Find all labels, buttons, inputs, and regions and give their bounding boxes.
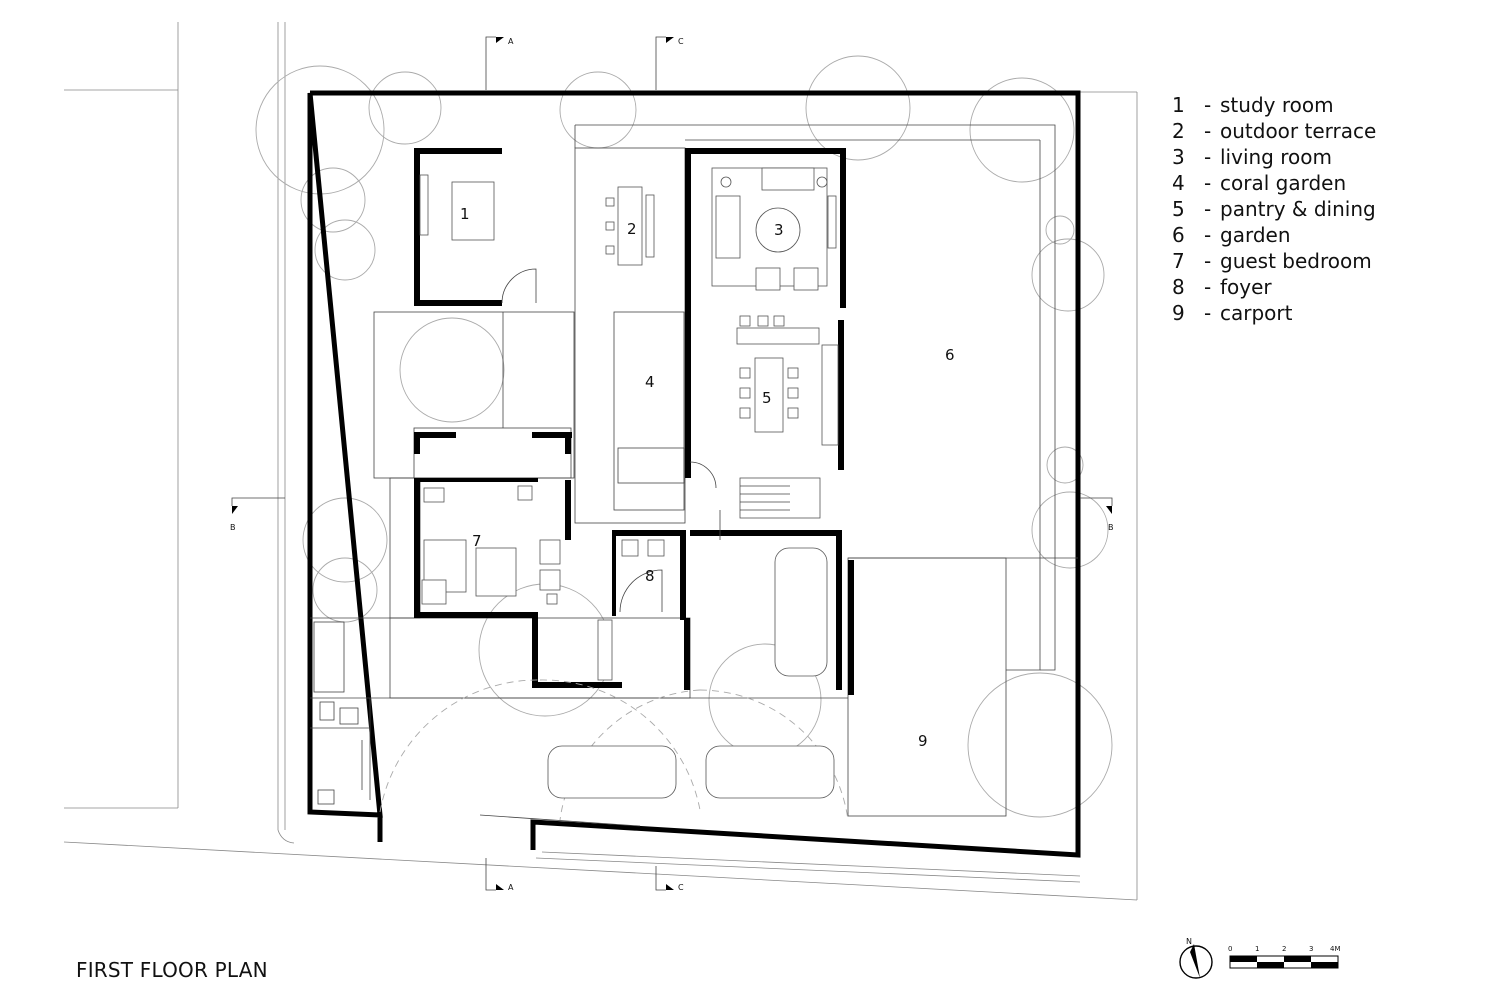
legend-item: 2-outdoor terrace xyxy=(1172,119,1377,143)
north-label: N xyxy=(1186,937,1192,946)
legend-label: pantry & dining xyxy=(1220,197,1376,221)
section-b-right: B xyxy=(1108,523,1114,532)
legend-label: study room xyxy=(1220,93,1334,117)
room-label-7: 7 xyxy=(472,532,482,550)
section-c-bottom: C xyxy=(678,883,684,892)
legend-item: 1-study room xyxy=(1172,93,1334,117)
legend-label: carport xyxy=(1220,301,1293,325)
section-a-top: A xyxy=(508,37,514,46)
legend-item: 3-living room xyxy=(1172,145,1332,169)
scale-tick-1: 1 xyxy=(1255,945,1259,953)
room-label-4: 4 xyxy=(645,373,655,391)
legend-label: guest bedroom xyxy=(1220,249,1372,273)
legend-item: 9-carport xyxy=(1172,301,1293,325)
room-label-2: 2 xyxy=(627,220,637,238)
legend-label: foyer xyxy=(1220,275,1272,299)
room-label-5: 5 xyxy=(762,389,772,407)
section-a-bottom: A xyxy=(508,883,514,892)
section-c-top: C xyxy=(678,37,684,46)
site-context-lines xyxy=(63,22,1138,901)
room-labels: 1 2 3 4 5 6 7 8 9 xyxy=(460,205,955,750)
door-swings xyxy=(379,268,849,821)
room-label-8: 8 xyxy=(645,567,655,585)
legend-label: outdoor terrace xyxy=(1220,119,1377,143)
scale-bar: 0 1 2 3 4M xyxy=(1228,945,1341,969)
room-legend: 1-study room 2-outdoor terrace 3-living … xyxy=(1172,92,1376,326)
drawing-title: FIRST FLOOR PLAN xyxy=(76,958,268,982)
room-label-9: 9 xyxy=(918,732,928,750)
boundary-wall xyxy=(307,90,1081,858)
scale-tick-0: 0 xyxy=(1228,945,1232,953)
legend-item: 4-coral garden xyxy=(1172,171,1347,195)
legend-label: coral garden xyxy=(1220,171,1347,195)
room-label-1: 1 xyxy=(460,205,470,223)
trees xyxy=(255,55,1113,818)
legend-item: 8-foyer xyxy=(1172,275,1272,299)
scale-tick-3: 3 xyxy=(1309,945,1313,953)
room-label-3: 3 xyxy=(774,221,784,239)
legend-item: 6-garden xyxy=(1172,223,1291,247)
section-markers: A C A C B B xyxy=(230,36,1114,892)
walls xyxy=(414,148,854,695)
scale-tick-2: 2 xyxy=(1282,945,1286,953)
legend-label: garden xyxy=(1220,223,1291,247)
legend-item: 7-guest bedroom xyxy=(1172,249,1372,273)
section-b-left: B xyxy=(230,523,236,532)
room-label-6: 6 xyxy=(945,346,955,364)
furniture xyxy=(419,167,839,799)
legend-label: living room xyxy=(1220,145,1332,169)
scale-tick-4: 4M xyxy=(1330,945,1341,953)
legend-item: 5-pantry & dining xyxy=(1172,197,1376,221)
north-arrow: N xyxy=(1179,937,1213,979)
